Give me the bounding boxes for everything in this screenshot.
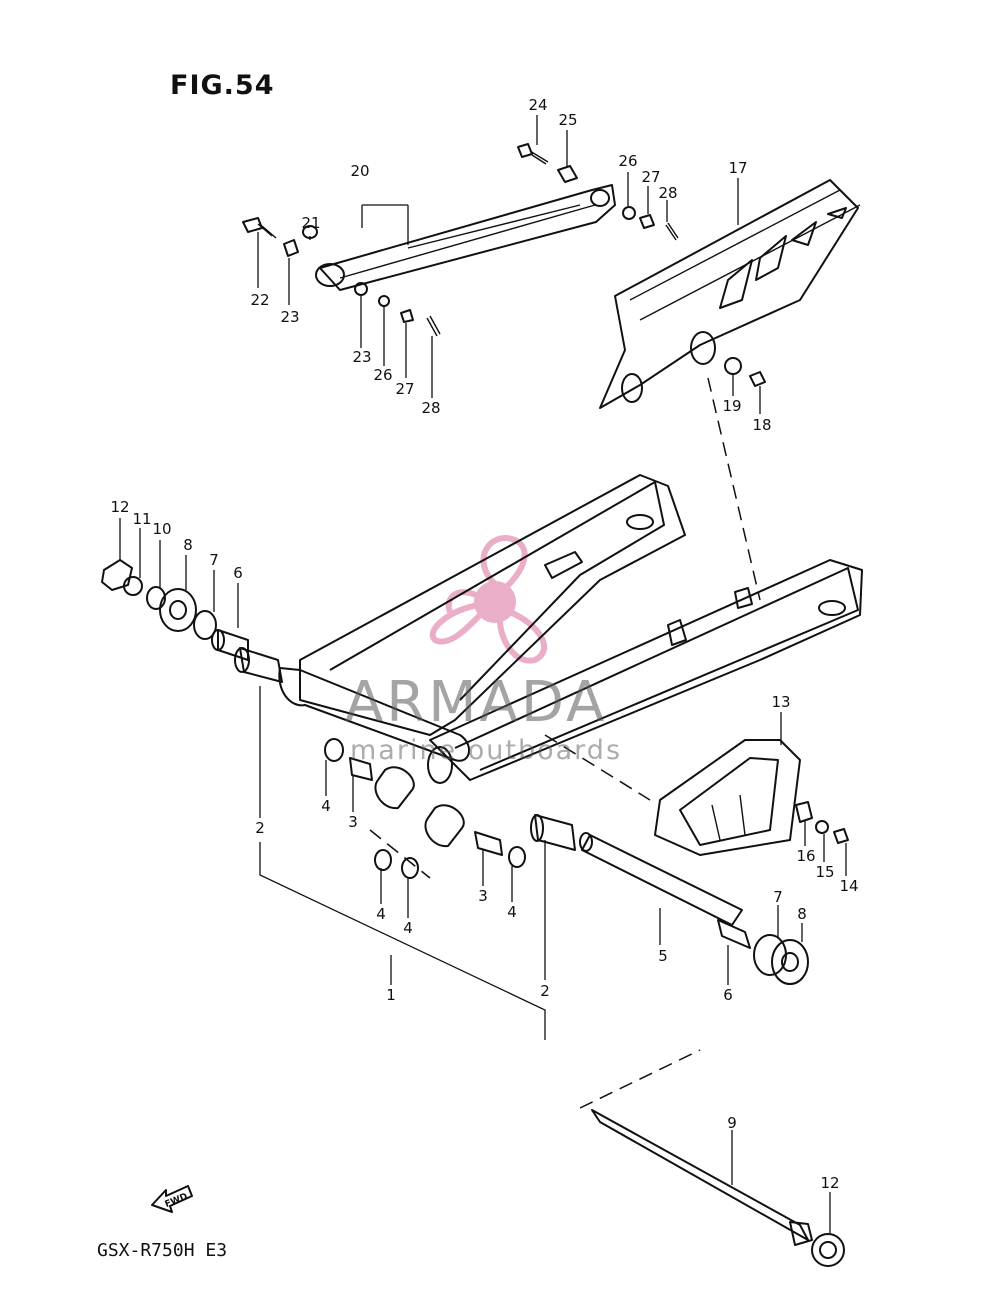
callout-8: 8 — [183, 536, 193, 554]
right-pivot-hardware — [753, 934, 809, 985]
swingarm — [278, 474, 863, 848]
callout-27: 27 — [641, 168, 660, 186]
rear-axle — [591, 1109, 845, 1267]
callout-22: 22 — [250, 291, 269, 309]
callout-9: 9 — [727, 1114, 737, 1132]
callout-18: 18 — [752, 416, 771, 434]
chain-cover — [599, 179, 861, 409]
torque-rod — [315, 184, 616, 291]
callout-11: 11 — [132, 510, 151, 528]
callout-5: 5 — [658, 947, 668, 965]
callout-23: 23 — [280, 308, 299, 326]
callout-26: 26 — [373, 366, 392, 384]
callout-20: 20 — [350, 162, 369, 180]
callout-23: 23 — [352, 348, 371, 366]
callout-17: 17 — [728, 159, 747, 177]
callout-4: 4 — [507, 903, 517, 921]
model-code: GSX-R750H E3 — [97, 1240, 228, 1261]
callout-12: 12 — [820, 1174, 839, 1192]
callout-7: 7 — [773, 888, 783, 906]
callout-7: 7 — [209, 551, 219, 569]
callout-4: 4 — [403, 919, 413, 937]
callout-4: 4 — [376, 905, 386, 923]
callout-1: 1 — [386, 986, 396, 1004]
callout-3: 3 — [478, 887, 488, 905]
center-bushings — [324, 738, 576, 879]
callout-15: 15 — [815, 863, 834, 881]
pivot-shaft — [579, 832, 751, 949]
callout-19: 19 — [722, 397, 741, 415]
watermark-logo-icon — [429, 535, 548, 664]
callout-16: 16 — [796, 847, 815, 865]
watermark-title: ARMADA — [345, 670, 608, 735]
callout-8: 8 — [797, 905, 807, 923]
callout-25: 25 — [558, 111, 577, 129]
figure-title: FIG.54 — [170, 70, 275, 101]
leader-lines — [119, 115, 847, 1233]
chain-guard — [654, 739, 849, 856]
callout-4: 4 — [321, 797, 331, 815]
callout-2: 2 — [255, 819, 265, 837]
callout-10: 10 — [152, 520, 171, 538]
left-pivot-hardware — [101, 559, 283, 683]
callout-6: 6 — [723, 986, 733, 1004]
callout-2: 2 — [540, 982, 550, 1000]
callout-24: 24 — [528, 96, 547, 114]
callout-28: 28 — [658, 184, 677, 202]
callout-numbers: 1 2 2 3 3 4 4 4 4 5 6 6 7 7 8 8 9 10 11 … — [110, 96, 858, 1192]
callout-3: 3 — [348, 813, 358, 831]
callout-28: 28 — [421, 399, 440, 417]
callout-12: 12 — [110, 498, 129, 516]
callout-21: 21 — [301, 214, 320, 232]
forward-arrow-icon: FWD — [151, 1185, 193, 1213]
callout-27: 27 — [395, 380, 414, 398]
callout-14: 14 — [839, 877, 858, 895]
assembly-dash-lines — [369, 377, 761, 1109]
torque-rod-hardware — [242, 143, 679, 337]
callout-6: 6 — [233, 564, 243, 582]
callout-13: 13 — [771, 693, 790, 711]
callout-26: 26 — [618, 152, 637, 170]
watermark-tagline: marine outboards — [350, 735, 623, 766]
